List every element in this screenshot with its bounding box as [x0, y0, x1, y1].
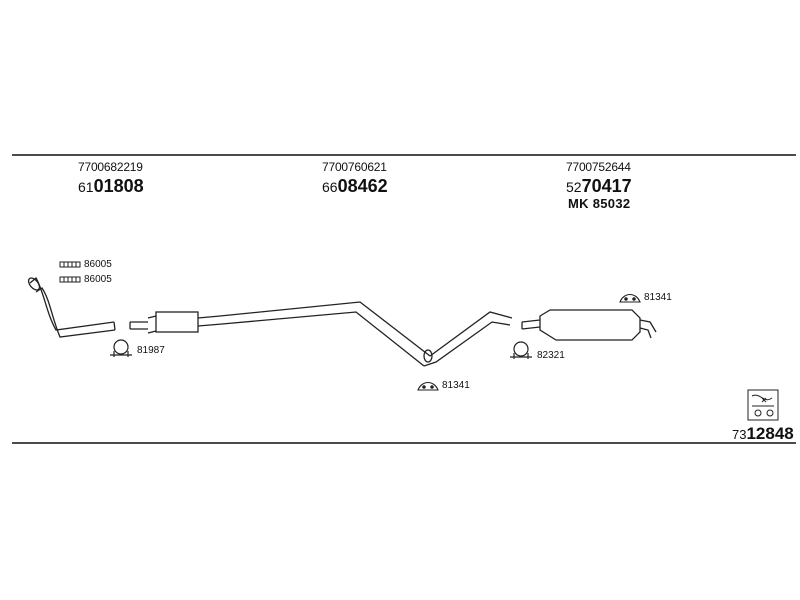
article-code-1-main: 01808 — [93, 176, 144, 196]
clamp-glyph-right — [510, 341, 532, 359]
article-code-2-main: 08462 — [337, 176, 388, 196]
article-code-3: 5270417 — [566, 176, 632, 197]
middle-pipe — [129, 301, 513, 367]
article-code-2: 6608462 — [322, 176, 388, 197]
rear-muffler — [521, 309, 657, 341]
part-label-strap-bottom: 86005 — [84, 274, 112, 285]
diagram-code-main: 12848 — [746, 424, 794, 443]
article-code-3-prefix: 52 — [566, 179, 582, 195]
rubber-glyph-mid — [417, 381, 439, 391]
diagram-code-prefix: 73 — [732, 427, 747, 442]
resonator — [155, 311, 199, 333]
article-code-1: 6101808 — [78, 176, 144, 197]
article-code-2-prefix: 66 — [322, 179, 338, 195]
rubber-glyph-right — [619, 293, 641, 303]
article-code-1-prefix: 61 — [78, 179, 94, 195]
strap-glyph-top — [59, 261, 81, 268]
ref-number-1: 7700682219 — [78, 160, 143, 174]
exhaust-diagram-symbol-icon — [747, 389, 779, 421]
strap-glyph-bottom — [59, 276, 81, 283]
part-label-rubber-right: 81341 — [644, 292, 672, 303]
clamp-glyph-left — [110, 339, 132, 357]
article-code-3-main: 70417 — [581, 176, 632, 196]
part-label-clamp-right: 82321 — [537, 350, 565, 361]
ref-number-2: 7700760621 — [322, 160, 387, 174]
part-label-strap-top: 86005 — [84, 259, 112, 270]
part-label-clamp-left: 81987 — [137, 345, 165, 356]
part-label-rubber-mid: 81341 — [442, 380, 470, 391]
diagram-code: 7312848 — [732, 424, 794, 444]
mounting-kit-code: MK 85032 — [568, 196, 631, 211]
ref-number-3: 7700752644 — [566, 160, 631, 174]
front-pipe — [27, 277, 116, 338]
